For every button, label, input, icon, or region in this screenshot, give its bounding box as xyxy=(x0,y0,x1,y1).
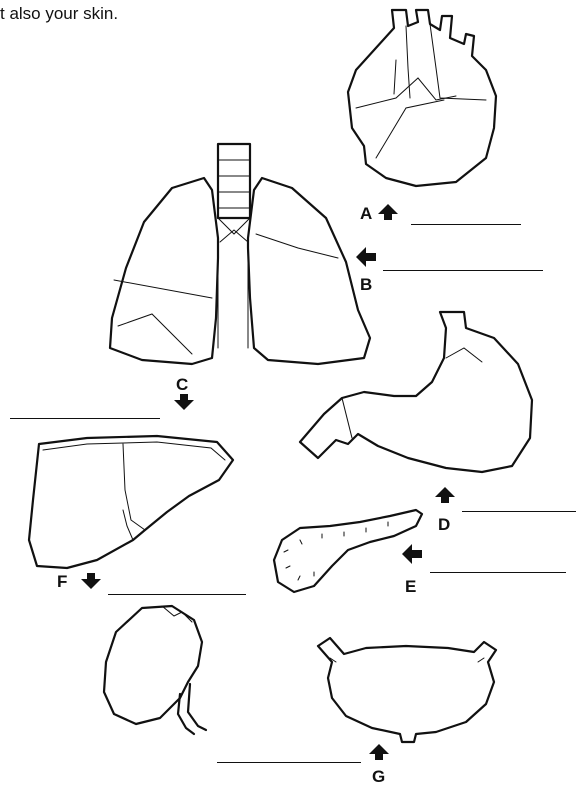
label-d: D xyxy=(438,516,450,533)
arrow-down-icon xyxy=(173,393,195,411)
label-g: G xyxy=(372,768,385,785)
answer-line-a[interactable] xyxy=(411,224,521,225)
label-c: C xyxy=(176,376,188,393)
arrow-up-icon xyxy=(368,743,390,761)
label-b: B xyxy=(360,276,372,293)
arrow-left-icon xyxy=(401,544,423,564)
label-f: F xyxy=(57,573,67,590)
kidney-illustration xyxy=(102,602,217,737)
intro-text: t also your skin. xyxy=(0,4,118,24)
answer-line-g[interactable] xyxy=(217,762,361,763)
answer-line-b[interactable] xyxy=(383,270,543,271)
answer-line-c[interactable] xyxy=(10,418,160,419)
answer-line-e[interactable] xyxy=(430,572,566,573)
answer-line-d[interactable] xyxy=(462,511,576,512)
arrow-left-icon xyxy=(355,247,377,267)
liver-illustration xyxy=(27,430,242,575)
stomach-illustration xyxy=(296,308,546,478)
bladder-illustration xyxy=(316,632,501,744)
arrow-down-icon xyxy=(80,572,102,590)
answer-line-f[interactable] xyxy=(108,594,246,595)
arrow-up-icon xyxy=(434,486,456,504)
arrow-up-icon xyxy=(377,203,399,221)
label-e: E xyxy=(405,578,416,595)
